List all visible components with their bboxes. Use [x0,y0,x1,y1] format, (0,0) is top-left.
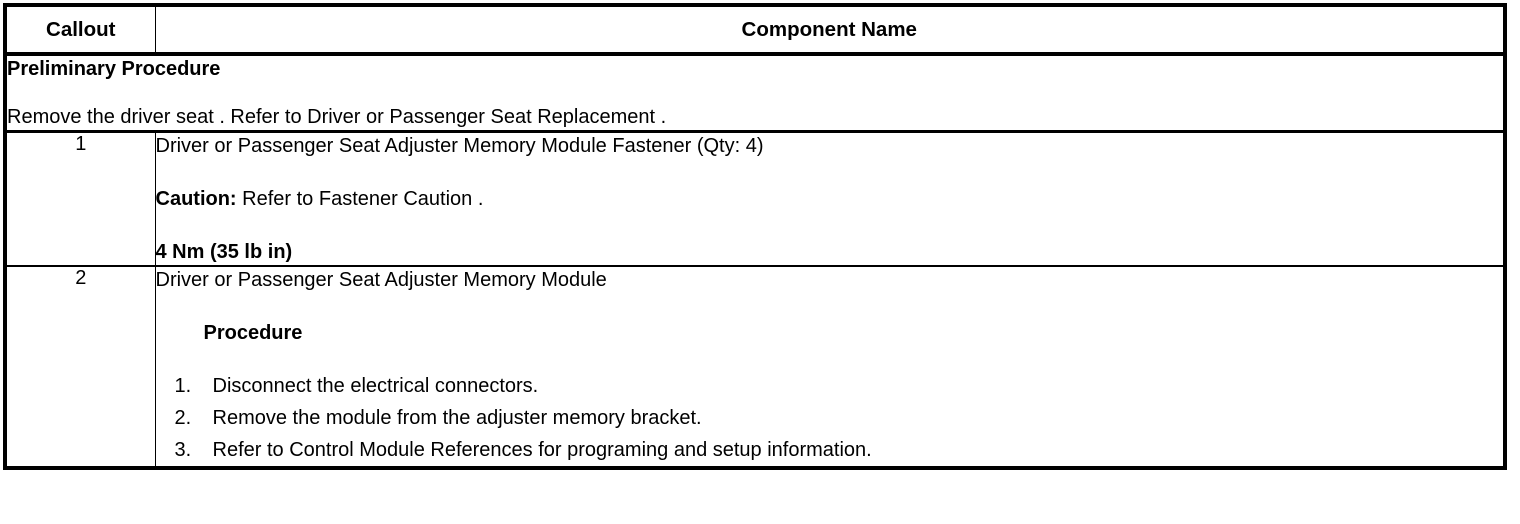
callout-number-2: 2 [5,265,156,468]
component-cell-1: Driver or Passenger Seat Adjuster Memory… [154,131,1505,267]
caution-text: Refer to Fastener Caution . [236,188,484,210]
component-cell-2: Driver or Passenger Seat Adjuster Memory… [154,265,1505,468]
preliminary-procedure-text: Remove the driver seat . Refer to Driver… [7,106,667,128]
caution-line-1: Caution: Refer to Fastener Caution . [156,186,1504,212]
table-row: 2 Driver or Passenger Seat Adjuster Memo… [5,265,1505,468]
procedure-table-container: Callout Component Name Preliminary Proce… [3,3,1507,517]
table-row: 1 Driver or Passenger Seat Adjuster Memo… [5,131,1505,267]
column-header-component-name: Component Name [154,5,1505,56]
preliminary-procedure-cell: Preliminary Procedure Remove the driver … [5,54,1505,133]
caution-label: Caution: [155,188,237,210]
procedure-table: Callout Component Name Preliminary Proce… [3,3,1507,470]
list-item: Refer to Control Module References for p… [175,434,872,466]
list-item: Remove the module from the adjuster memo… [175,402,702,434]
callout-number-1: 1 [5,131,156,267]
table-header-row: Callout Component Name [5,5,1505,56]
component-title-1: Driver or Passenger Seat Adjuster Memory… [155,135,764,157]
column-header-callout: Callout [5,5,156,56]
component-title-2: Driver or Passenger Seat Adjuster Memory… [155,269,607,291]
procedure-subheading: Procedure [203,322,303,344]
preliminary-procedure-title: Preliminary Procedure [7,58,221,80]
procedure-step-list: Disconnect the electrical connectors. Re… [156,370,1504,466]
torque-specification: 4 Nm (35 lb in) [155,241,293,263]
preliminary-procedure-row: Preliminary Procedure Remove the driver … [5,54,1505,133]
list-item: Disconnect the electrical connectors. [175,370,539,402]
